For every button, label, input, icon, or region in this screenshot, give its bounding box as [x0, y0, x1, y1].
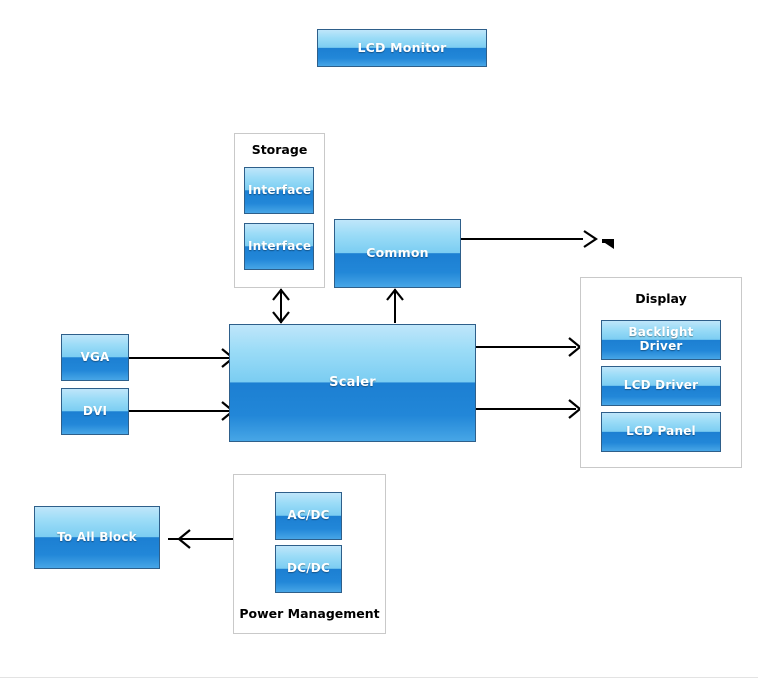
- connector-dvi-to-scaler-line: [129, 410, 229, 412]
- block-lcd-monitor-label: LCD Monitor: [357, 39, 447, 55]
- group-storage-title: Storage: [251, 142, 308, 157]
- connector-scaler-to-common-line: [394, 289, 396, 323]
- block-to-all-block-label: To All Block: [57, 529, 137, 544]
- block-dvi[interactable]: DVI: [61, 388, 129, 435]
- connector-vga-to-scaler-line: [129, 357, 229, 359]
- connector-storage-to-scaler-line: [280, 289, 282, 323]
- block-storage-interface-2[interactable]: Interface: [244, 223, 314, 270]
- block-lcd-panel-label: LCD Panel: [626, 424, 696, 439]
- connector-common-to-speaker-line: [461, 238, 583, 240]
- block-ac-dc[interactable]: AC/DC: [275, 492, 342, 540]
- block-vga-label: VGA: [80, 349, 110, 364]
- block-backlight-driver-label: Backlight Driver: [628, 325, 694, 353]
- block-dc-dc-label: DC/DC: [287, 561, 330, 576]
- block-vga[interactable]: VGA: [61, 334, 129, 381]
- block-backlight-driver[interactable]: Backlight Driver: [601, 320, 721, 360]
- group-display-title: Display: [635, 291, 687, 306]
- block-storage-interface-1-label: Interface: [248, 182, 312, 197]
- block-dvi-label: DVI: [82, 403, 108, 418]
- block-scaler-label: Scaler: [329, 374, 376, 390]
- block-lcd-driver-label: LCD Driver: [623, 378, 699, 393]
- block-lcd-driver[interactable]: LCD Driver: [601, 366, 721, 406]
- bottom-separator: [0, 677, 758, 678]
- block-dc-dc[interactable]: DC/DC: [275, 545, 342, 593]
- block-lcd-panel[interactable]: LCD Panel: [601, 412, 721, 452]
- connector-scaler-to-lcd-panel-line: [476, 408, 576, 410]
- block-common-label: Common: [366, 245, 429, 261]
- block-common[interactable]: Common: [334, 219, 461, 288]
- connector-scaler-to-backlight-line: [476, 346, 576, 348]
- block-scaler[interactable]: Scaler: [229, 324, 476, 442]
- group-power-management-title: Power Management: [239, 606, 380, 621]
- connector-power-to-all-block-line: [168, 538, 233, 540]
- block-lcd-monitor[interactable]: LCD Monitor: [317, 29, 487, 67]
- block-storage-interface-2-label: Interface: [248, 238, 312, 253]
- block-ac-dc-label: AC/DC: [287, 508, 330, 523]
- block-to-all-block[interactable]: To All Block: [34, 506, 160, 569]
- block-storage-interface-1[interactable]: Interface: [244, 167, 314, 214]
